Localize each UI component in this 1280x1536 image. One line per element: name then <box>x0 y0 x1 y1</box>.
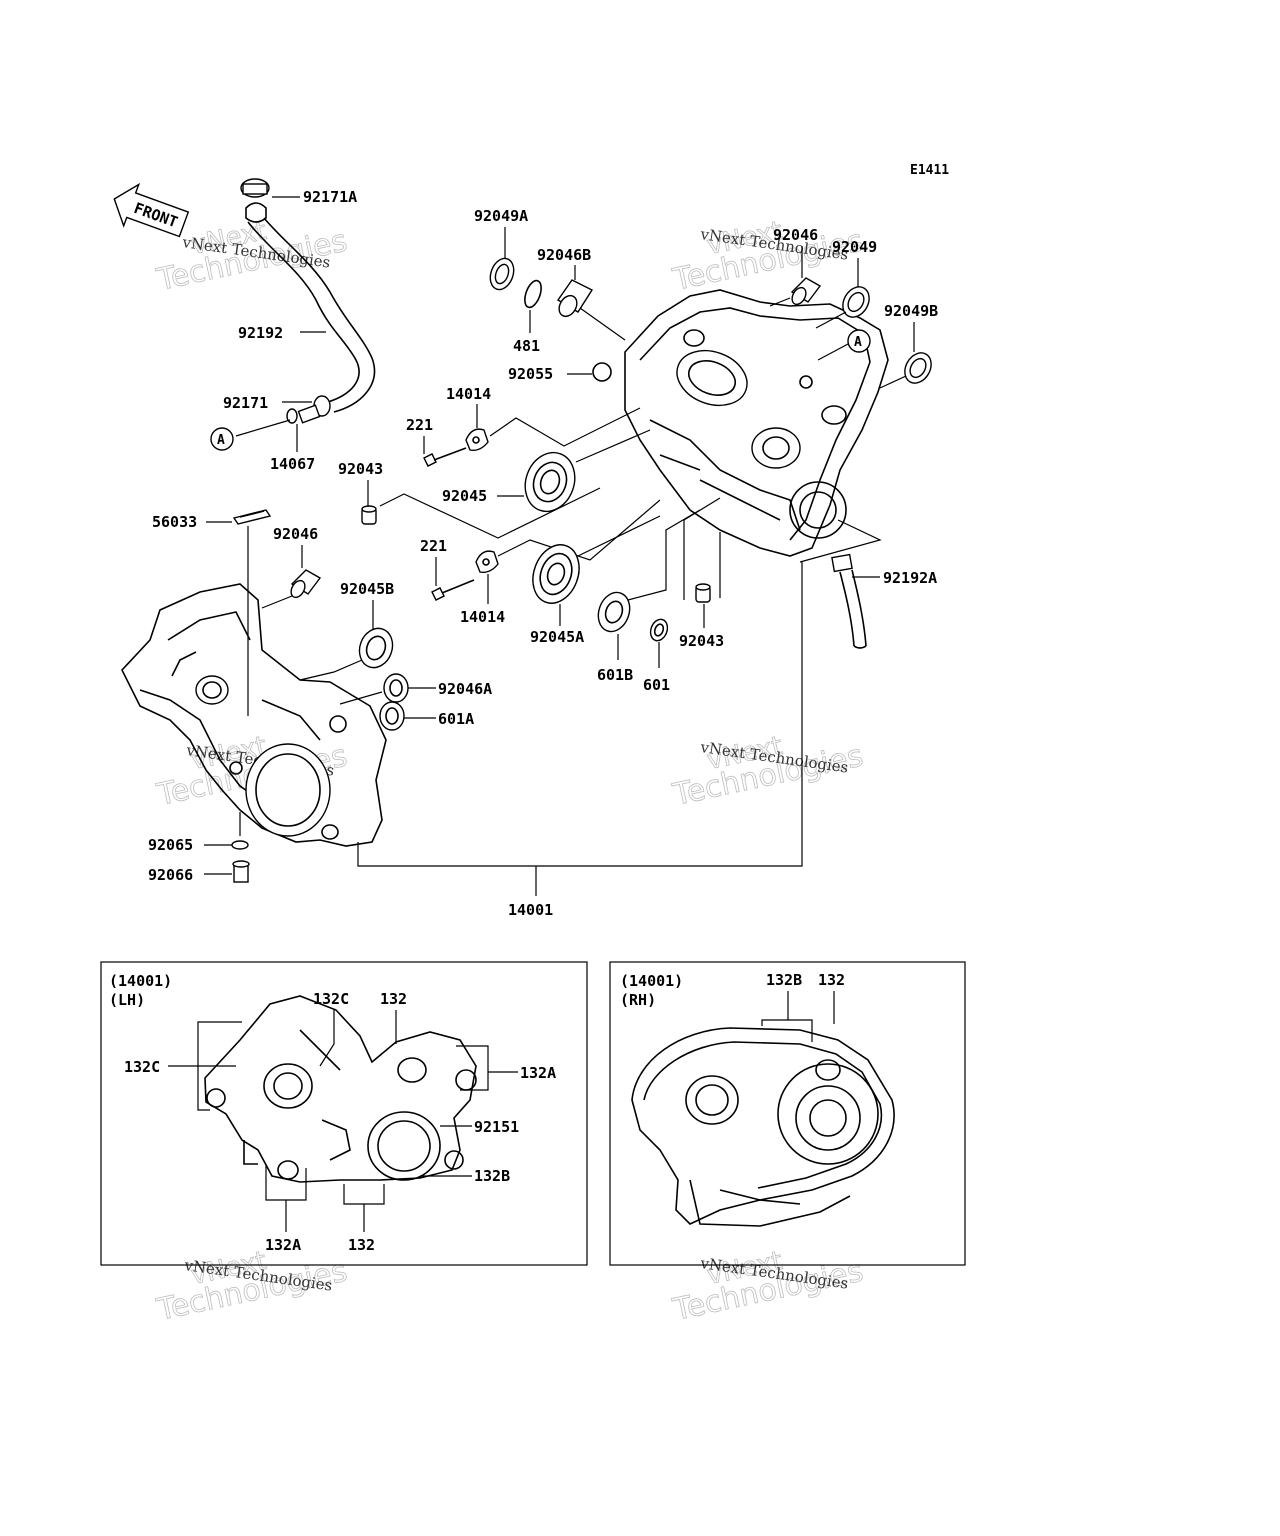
ball-bearing-92045 <box>524 451 576 513</box>
callout-92043-left: 92043 <box>338 460 383 478</box>
ball-bearing-601A <box>379 701 405 731</box>
callout-92049A: 92049A <box>474 207 528 225</box>
rh-ref: (14001) <box>620 972 683 990</box>
hose-clamp <box>286 395 331 424</box>
oil-seal-92049 <box>842 286 870 318</box>
plate-14014-bottom <box>475 550 499 574</box>
circlip-481 <box>524 279 542 309</box>
callout-92171A: 92171A <box>303 188 357 206</box>
callout-221-top: 221 <box>406 416 433 434</box>
hose-92192A <box>831 553 867 649</box>
crankcase-right-half <box>624 289 889 557</box>
callout-92046-right: 92046 <box>773 226 818 244</box>
screw-221-top <box>423 447 467 467</box>
drain-plug-92066 <box>232 860 250 883</box>
screw-221-bottom <box>431 579 475 601</box>
svg-text:A: A <box>217 433 225 448</box>
callout-601: 601 <box>643 676 670 694</box>
oil-seal-92049A <box>489 257 515 291</box>
callout-14014-top: 14014 <box>446 385 491 403</box>
lh-callout-132-bottom: 132 <box>348 1236 375 1254</box>
lh-side: (LH) <box>109 991 145 1009</box>
lh-callout-132C-left: 132C <box>124 1058 160 1076</box>
lh-callout-132B: 132B <box>474 1167 510 1185</box>
rh-callout-132B: 132B <box>766 971 802 989</box>
callout-92045B: 92045B <box>340 580 394 598</box>
ball-bearing-601B <box>597 591 631 633</box>
marker-a-icon: A <box>847 329 871 353</box>
svg-text:A: A <box>854 335 862 350</box>
callout-92065: 92065 <box>148 836 193 854</box>
callout-92045: 92045 <box>442 487 487 505</box>
callout-92043-right: 92043 <box>679 632 724 650</box>
callout-14067: 14067 <box>270 455 315 473</box>
needle-bearing-92046 <box>790 277 822 306</box>
callout-14001: 14001 <box>508 901 553 919</box>
lh-callout-132C-top: 132C <box>313 990 349 1008</box>
lh-callout-132-top: 132 <box>380 990 407 1008</box>
lh-crankcase-outline <box>204 995 477 1183</box>
lh-callout-92151: 92151 <box>474 1118 519 1136</box>
lh-callout-132A-right: 132A <box>520 1064 556 1082</box>
callout-221-bottom: 221 <box>420 537 447 555</box>
needle-bearing-92046-left <box>290 569 322 599</box>
callout-92049: 92049 <box>832 238 877 256</box>
callout-92046-left: 92046 <box>273 525 318 543</box>
callout-92045A: 92045A <box>530 628 584 646</box>
ball-bearing-92045A <box>532 544 580 604</box>
needle-bearing-92046B <box>556 279 594 318</box>
bearing-601 <box>649 618 669 642</box>
lh-detail-box: (14001) (LH) 132C 132 132C 132A 921 <box>100 961 588 1266</box>
dowel-pin-92043-right <box>695 583 711 603</box>
marker-a-icon: A <box>210 427 234 451</box>
plate-14014-top <box>465 428 489 452</box>
callout-481: 481 <box>513 337 540 355</box>
crankcase-left-half <box>121 583 387 847</box>
needle-bearing-92046A <box>383 673 409 703</box>
washer-92065 <box>231 840 249 850</box>
callout-601A: 601A <box>438 710 474 728</box>
ball-bearing-92045B <box>358 627 394 669</box>
callout-56033: 56033 <box>152 513 197 531</box>
rh-side: (RH) <box>620 991 656 1009</box>
label-56033 <box>232 509 272 525</box>
breather-hose <box>240 178 376 424</box>
callout-92171: 92171 <box>223 394 268 412</box>
front-arrow-icon: FRONT <box>113 182 190 238</box>
dowel-pin-92043-left <box>361 505 377 525</box>
callout-92046B: 92046B <box>537 246 591 264</box>
diagram-code: E1411 <box>910 163 949 178</box>
callout-92066: 92066 <box>148 866 193 884</box>
callout-92192A: 92192A <box>883 569 937 587</box>
oil-seal-92049B <box>904 352 932 384</box>
o-ring-92055 <box>592 362 612 382</box>
callout-601B: 601B <box>597 666 633 684</box>
callout-92055: 92055 <box>508 365 553 383</box>
lh-callout-132A-bottom: 132A <box>265 1236 301 1254</box>
lh-ref: (14001) <box>109 972 172 990</box>
rh-callout-132: 132 <box>818 971 845 989</box>
callout-92046A: 92046A <box>438 680 492 698</box>
rh-crankcase-outline <box>631 1027 895 1227</box>
callout-92192: 92192 <box>238 324 283 342</box>
callout-92049B: 92049B <box>884 302 938 320</box>
rh-detail-box: (14001) (RH) 132B 132 <box>609 961 966 1266</box>
callout-14014-bottom: 14014 <box>460 608 505 626</box>
